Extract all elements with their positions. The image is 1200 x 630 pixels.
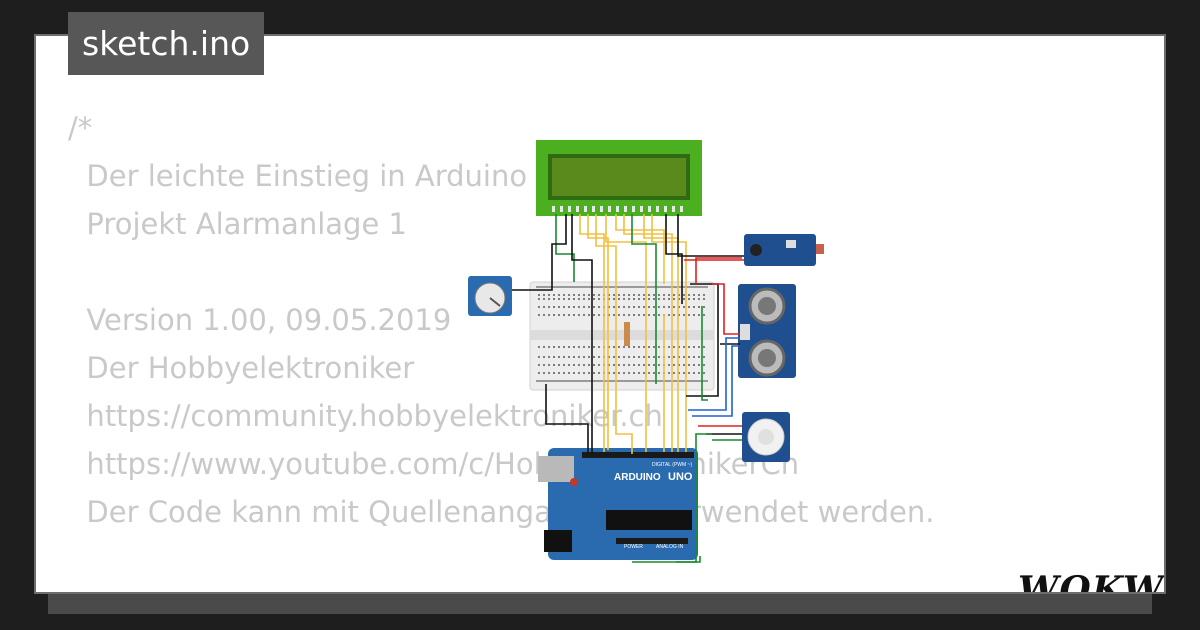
arduino-model: UNO bbox=[668, 471, 693, 483]
circuit-diagram: ARDUINO UNO DIGITAL (PWM ~) POWER ANALOG… bbox=[468, 140, 824, 563]
arduino-uno-board: ARDUINO UNO DIGITAL (PWM ~) POWER ANALOG… bbox=[538, 448, 698, 560]
svg-text:WOKWi: WOKWi bbox=[1018, 569, 1166, 594]
light-sensor-module bbox=[744, 234, 824, 266]
code-line: Benötigte Bibliotheken / Komponenten bbox=[68, 584, 934, 592]
pir-sensor bbox=[742, 412, 790, 462]
code-line: Projekt Alarmanlage 1 bbox=[68, 207, 407, 241]
code-line: https://community.hobbyelektroniker.ch bbox=[68, 399, 663, 433]
lcd-display bbox=[536, 140, 702, 216]
power-label: POWER bbox=[624, 544, 643, 550]
arduino-brand: ARDUINO bbox=[614, 472, 661, 483]
usb-port bbox=[538, 456, 574, 482]
wires bbox=[512, 214, 744, 563]
potentiometer bbox=[468, 276, 512, 316]
file-name-label[interactable]: sketch.ino bbox=[68, 12, 265, 75]
power-jack bbox=[544, 530, 572, 552]
wokwi-logo-icon: WOKWi bbox=[1018, 569, 1166, 594]
ultrasonic-sensor bbox=[738, 284, 796, 378]
analog-label: ANALOG IN bbox=[656, 544, 684, 550]
resistor bbox=[624, 322, 630, 346]
wokwi-logo: WOKWi bbox=[1014, 565, 1166, 594]
preview-card: /* Der leichte Einstieg in Arduino & Co.… bbox=[34, 34, 1166, 594]
code-line: Version 1.00, 09.05.2019 bbox=[68, 303, 452, 337]
code-line: /* bbox=[68, 111, 93, 145]
code-line: Der Hobbyelektroniker bbox=[68, 351, 415, 385]
microcontroller-chip bbox=[606, 510, 692, 530]
digital-label: DIGITAL (PWM ~) bbox=[652, 462, 692, 468]
card-shadow bbox=[48, 592, 1152, 614]
